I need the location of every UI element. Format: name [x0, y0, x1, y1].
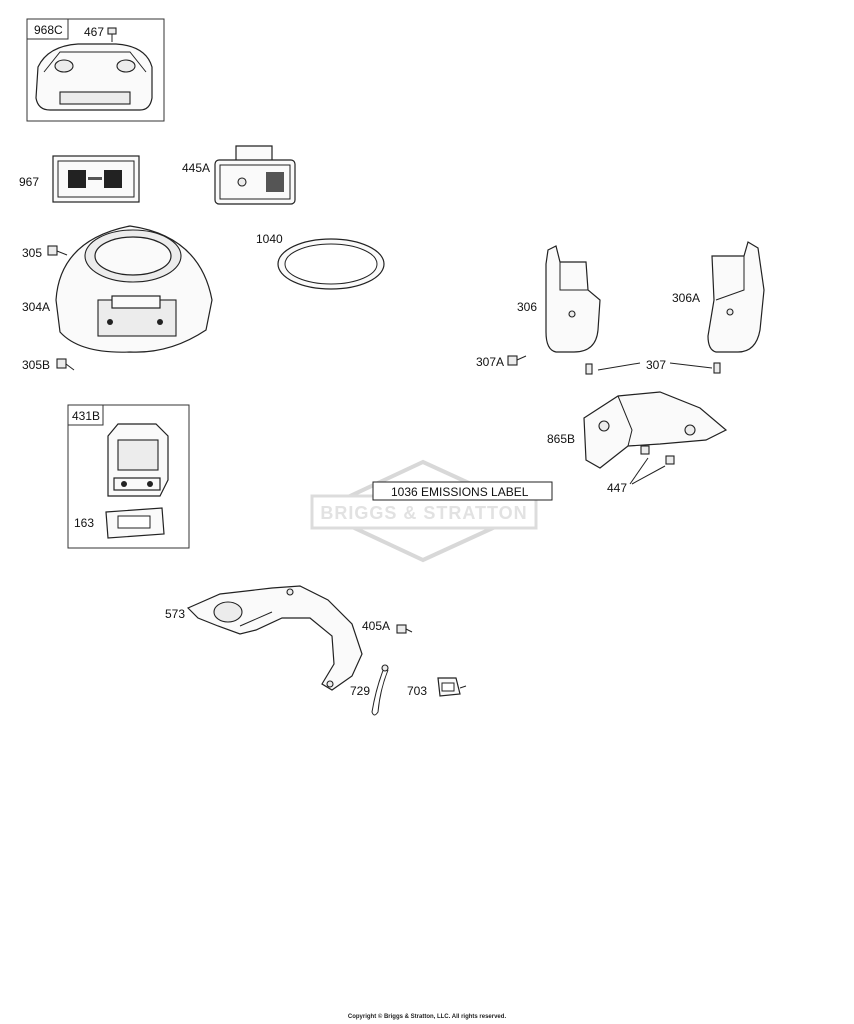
shroud-306A-icon[interactable]	[707, 241, 765, 353]
callout-445A[interactable]: 445A	[182, 161, 210, 175]
backplate-573-icon[interactable]	[186, 585, 363, 691]
emissions-label-text: 1036 EMISSIONS LABEL	[391, 485, 529, 499]
group-431B-frame	[67, 404, 190, 549]
callout-306A[interactable]: 306A	[672, 291, 700, 305]
callout-163[interactable]: 163	[74, 516, 94, 530]
ground-wire-729-icon[interactable]	[371, 664, 389, 716]
baffle-865B-icon[interactable]	[583, 391, 728, 469]
air-cleaner-cover-icon	[35, 43, 153, 111]
callout-305B[interactable]: 305B	[22, 358, 50, 372]
gasket-163-icon	[105, 507, 165, 539]
ring-1040-icon[interactable]	[277, 238, 385, 290]
callout-968C[interactable]: 968C	[34, 23, 63, 37]
clamp-703-icon[interactable]	[437, 677, 467, 697]
screw-307-icon	[585, 362, 721, 375]
shroud-306-icon[interactable]	[545, 245, 601, 353]
callout-703[interactable]: 703	[407, 684, 427, 698]
screw-305B-icon	[56, 358, 75, 371]
watermark-text: BRIGGS & STRATTON	[320, 503, 527, 523]
group-968C-tag	[26, 18, 69, 40]
emissions-label-1036[interactable]: 1036 EMISSIONS LABEL	[372, 481, 553, 501]
callout-967[interactable]: 967	[19, 175, 39, 189]
pre-cleaner-445A-icon[interactable]	[214, 145, 296, 205]
callout-431B[interactable]: 431B	[72, 409, 100, 423]
air-filter-967-icon[interactable]	[52, 155, 140, 203]
blower-housing-304A-icon[interactable]	[55, 225, 213, 353]
copyright-text: Copyright © Briggs & Stratton, LLC. All …	[347, 1014, 507, 1020]
screw-467-icon	[107, 27, 117, 42]
group-968C[interactable]: 968C 467	[26, 18, 165, 122]
screw-305-icon	[47, 245, 68, 256]
intake-431B-icon	[107, 423, 169, 497]
callout-304A[interactable]: 304A	[22, 300, 50, 314]
callout-865B[interactable]: 865B	[547, 432, 575, 446]
group-968C-frame	[26, 18, 165, 122]
screw-405A-icon	[396, 624, 413, 634]
callout-305[interactable]: 305	[22, 246, 42, 260]
callout-447[interactable]: 447	[607, 481, 627, 495]
brand-watermark: BRIGGS & STRATTON	[310, 459, 538, 563]
screw-307A-icon	[507, 355, 527, 366]
screw-447-icon	[629, 445, 675, 485]
group-431B-tag	[67, 404, 104, 426]
callout-306[interactable]: 306	[517, 300, 537, 314]
callout-729[interactable]: 729	[350, 684, 370, 698]
callout-307A[interactable]: 307A	[476, 355, 504, 369]
callout-573[interactable]: 573	[165, 607, 185, 621]
callout-307[interactable]: 307	[646, 358, 666, 372]
callout-405A[interactable]: 405A	[362, 619, 390, 633]
group-431B[interactable]: 431B 163	[67, 404, 190, 549]
callout-467[interactable]: 467	[84, 25, 104, 39]
callout-1040[interactable]: 1040	[256, 232, 283, 246]
